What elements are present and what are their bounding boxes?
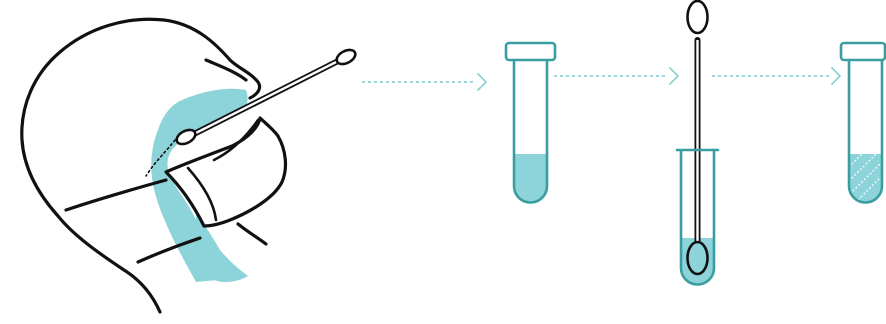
mask-strap-upper xyxy=(66,180,166,210)
dotted-arrow-icon xyxy=(554,68,678,84)
dotted-arrow-icon xyxy=(712,68,840,84)
test-tube-icon xyxy=(506,43,555,203)
tube-liquid xyxy=(515,154,546,202)
chin-outline xyxy=(238,224,266,244)
swab-bottom-tip xyxy=(688,242,708,274)
head-with-mask-nasal-swab-icon xyxy=(22,19,358,312)
tube-cap xyxy=(841,43,885,60)
capped-tube-icon xyxy=(841,43,886,203)
swab-in-tube-icon xyxy=(677,1,718,285)
dotted-arrow-icon xyxy=(362,74,486,90)
nose-bridge xyxy=(206,60,246,80)
tube-rim xyxy=(506,43,555,60)
swab-top-tip xyxy=(688,1,708,33)
